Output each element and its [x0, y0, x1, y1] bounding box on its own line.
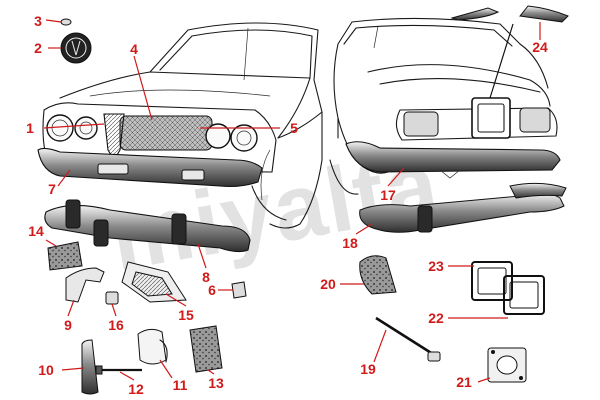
callout-21: 21 — [456, 374, 472, 390]
bracket-part — [65, 267, 105, 303]
callout-1: 1 — [26, 120, 34, 136]
overrider-part — [81, 339, 99, 395]
callout-18: 18 — [342, 235, 358, 251]
lamp-lens-part — [137, 328, 167, 365]
rear-car-illustration — [329, 17, 561, 195]
callout-20: 20 — [320, 276, 336, 292]
callout-11: 11 — [173, 377, 188, 393]
callout-16: 16 — [108, 317, 124, 333]
gasket-frames-part — [471, 261, 545, 315]
callout-12: 12 — [128, 381, 144, 397]
callout-4: 4 — [130, 41, 138, 57]
front-car-illustration — [37, 22, 323, 229]
license-plate-holder-part — [121, 261, 187, 303]
callout-17: 17 — [380, 187, 396, 203]
emblem-badge-part — [60, 32, 92, 64]
callout-7: 7 — [48, 181, 56, 197]
callout-13: 13 — [208, 375, 224, 391]
callout-19: 19 — [360, 361, 376, 377]
rubber-block-part — [47, 241, 83, 271]
callout-2: 2 — [34, 40, 42, 56]
rubber-pad-part — [189, 325, 223, 373]
long-bolt-part — [375, 316, 441, 362]
callout-labels: 1 2 3 4 5 6 7 8 9 10 11 12 13 14 15 16 1… — [26, 13, 548, 397]
callout-22: 22 — [428, 310, 444, 326]
mounting-plate-part — [487, 347, 527, 383]
grommet-part — [231, 281, 247, 299]
callout-3: 3 — [34, 13, 42, 29]
rubber-cover-part — [359, 255, 397, 295]
rear-bumper-part — [359, 182, 567, 233]
callout-14: 14 — [28, 223, 44, 239]
clip-part — [105, 291, 119, 305]
rear-trim-strips-part — [450, 5, 569, 23]
leader-lines — [43, 19, 541, 383]
callout-15: 15 — [178, 307, 194, 323]
callout-23: 23 — [428, 258, 444, 274]
callout-6: 6 — [208, 282, 216, 298]
bolt-part — [95, 365, 142, 375]
callout-10: 10 — [38, 362, 54, 378]
callout-5: 5 — [290, 120, 298, 136]
front-bumper-part — [44, 199, 251, 253]
callout-9: 9 — [64, 317, 72, 333]
callout-8: 8 — [202, 269, 210, 285]
callout-24: 24 — [532, 39, 548, 55]
washer-part — [60, 18, 72, 26]
